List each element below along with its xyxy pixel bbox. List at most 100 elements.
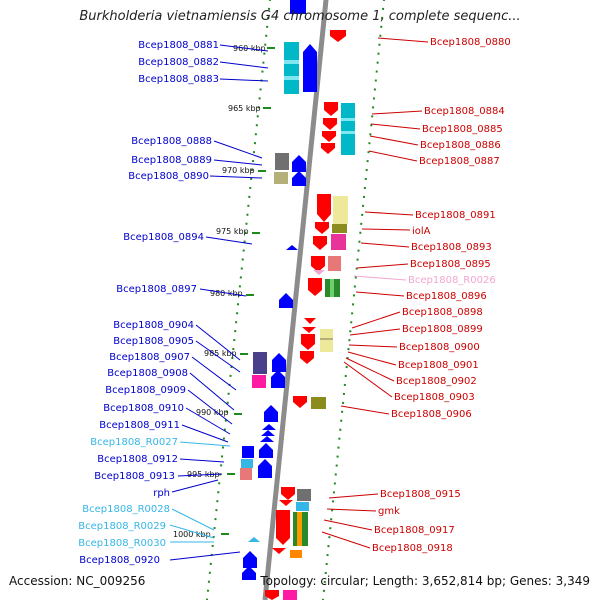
- gene-feature[interactable]: [242, 446, 254, 458]
- gene-label[interactable]: gmk: [378, 506, 400, 517]
- gene-label[interactable]: Bcep1808_0905: [113, 336, 194, 347]
- gene-feature[interactable]: [290, 550, 302, 558]
- gene-label[interactable]: Bcep1808_0899: [402, 324, 483, 335]
- gene-label[interactable]: Bcep1808_0911: [99, 420, 180, 431]
- gene-feature[interactable]: [331, 234, 346, 250]
- gene-label[interactable]: Bcep1808_0885: [422, 124, 503, 135]
- gene-label[interactable]: Bcep1808_0907: [109, 352, 190, 363]
- gene-arrow[interactable]: [262, 424, 276, 430]
- gene-label[interactable]: Bcep1808_0910: [103, 403, 184, 414]
- gene-feature[interactable]: [284, 60, 299, 64]
- gene-arrow[interactable]: [248, 537, 260, 542]
- gene-label[interactable]: Bcep1808_0912: [97, 454, 178, 465]
- gene-arrow[interactable]: [293, 396, 307, 408]
- gene-feature[interactable]: [341, 103, 355, 155]
- gene-feature[interactable]: [341, 118, 355, 121]
- gene-label[interactable]: Bcep1808_0901: [398, 360, 479, 371]
- gene-feature[interactable]: [330, 279, 334, 297]
- gene-arrow[interactable]: [303, 44, 317, 92]
- gene-label[interactable]: Bcep1808_0888: [131, 136, 212, 147]
- gene-arrow[interactable]: [286, 245, 298, 250]
- gene-arrow[interactable]: [261, 430, 275, 436]
- gene-label[interactable]: Bcep1808_0882: [138, 57, 219, 68]
- gene-label[interactable]: Bcep1808_0883: [138, 74, 219, 85]
- gene-arrow[interactable]: [272, 548, 286, 554]
- gene-label[interactable]: Bcep1808_0902: [396, 376, 477, 387]
- gene-feature[interactable]: [253, 352, 267, 374]
- gene-feature[interactable]: [311, 397, 326, 409]
- gene-label[interactable]: Bcep1808_0889: [131, 155, 212, 166]
- gene-arrow[interactable]: [324, 102, 338, 116]
- gene-arrow[interactable]: [265, 590, 279, 600]
- gene-feature[interactable]: [290, 0, 306, 14]
- gene-arrow[interactable]: [292, 155, 306, 172]
- gene-feature[interactable]: [333, 196, 348, 224]
- gene-label[interactable]: Bcep1808_0880: [430, 37, 511, 48]
- gene-feature[interactable]: [320, 329, 333, 352]
- gene-arrow[interactable]: [279, 293, 293, 308]
- gene-feature[interactable]: [252, 375, 266, 388]
- gene-label[interactable]: Bcep1808_0915: [380, 489, 461, 500]
- gene-arrow[interactable]: [243, 551, 257, 568]
- gene-label[interactable]: Bcep1808_0909: [105, 385, 186, 396]
- gene-label[interactable]: rph: [153, 488, 170, 499]
- gene-feature[interactable]: [241, 459, 253, 468]
- gene-arrow[interactable]: [292, 171, 306, 186]
- gene-feature[interactable]: [284, 42, 299, 94]
- gene-arrow[interactable]: [311, 256, 325, 272]
- gene-feature[interactable]: [328, 256, 341, 271]
- gene-feature[interactable]: [297, 489, 311, 501]
- gene-label[interactable]: Bcep1808_0895: [410, 259, 491, 270]
- gene-arrow[interactable]: [301, 334, 315, 350]
- gene-feature[interactable]: [332, 224, 347, 233]
- gene-feature[interactable]: [296, 502, 309, 511]
- gene-feature[interactable]: [240, 468, 252, 480]
- gene-arrow[interactable]: [308, 278, 322, 296]
- gene-label[interactable]: Bcep1808_0893: [411, 242, 492, 253]
- gene-feature[interactable]: [283, 590, 297, 600]
- gene-arrow[interactable]: [321, 143, 335, 154]
- gene-arrow[interactable]: [276, 510, 290, 545]
- gene-label[interactable]: Bcep1808_R0030: [78, 538, 166, 549]
- gene-label[interactable]: Bcep1808_0913: [94, 471, 175, 482]
- gene-label[interactable]: Bcep1808_R0028: [82, 504, 170, 515]
- gene-arrow[interactable]: [259, 443, 273, 458]
- gene-arrow[interactable]: [313, 236, 327, 250]
- gene-arrow[interactable]: [302, 327, 316, 333]
- gene-label[interactable]: Bcep1808_0903: [394, 392, 475, 403]
- gene-label[interactable]: Bcep1808_0890: [128, 171, 209, 182]
- gene-arrow[interactable]: [304, 318, 316, 324]
- gene-label[interactable]: Bcep1808_0884: [424, 106, 505, 117]
- gene-label[interactable]: Bcep1808_0898: [402, 307, 483, 318]
- gene-arrow[interactable]: [258, 459, 272, 478]
- gene-arrow[interactable]: [272, 353, 286, 372]
- gene-feature[interactable]: [341, 131, 355, 134]
- gene-arrow[interactable]: [315, 222, 329, 234]
- gene-label[interactable]: Bcep1808_R0029: [78, 521, 166, 532]
- gene-arrow[interactable]: [300, 351, 314, 364]
- gene-label[interactable]: Bcep1808_R0026: [408, 275, 496, 286]
- gene-label[interactable]: Bcep1808_0900: [399, 342, 480, 353]
- gene-label[interactable]: Bcep1808_0917: [374, 525, 455, 536]
- gene-label[interactable]: Bcep1808_0904: [113, 320, 194, 331]
- gene-label[interactable]: Bcep1808_0906: [391, 409, 472, 420]
- gene-feature[interactable]: [274, 172, 288, 184]
- gene-label[interactable]: Bcep1808_0918: [372, 543, 453, 554]
- gene-arrow[interactable]: [313, 270, 325, 275]
- gene-label[interactable]: Bcep1808_0897: [116, 284, 197, 295]
- gene-label[interactable]: Bcep1808_0920: [79, 555, 160, 566]
- gene-arrow[interactable]: [264, 405, 278, 422]
- gene-arrow[interactable]: [242, 566, 256, 580]
- gene-arrow[interactable]: [260, 436, 274, 442]
- gene-feature[interactable]: [297, 512, 302, 546]
- gene-arrow[interactable]: [330, 30, 346, 42]
- gene-feature[interactable]: [284, 76, 299, 80]
- gene-label[interactable]: Bcep1808_0908: [107, 368, 188, 379]
- gene-label[interactable]: Bcep1808_0887: [419, 156, 500, 167]
- gene-feature[interactable]: [320, 338, 333, 340]
- gene-label[interactable]: iolA: [412, 226, 431, 237]
- gene-label[interactable]: Bcep1808_0881: [138, 40, 219, 51]
- gene-feature[interactable]: [275, 153, 289, 170]
- gene-label[interactable]: Bcep1808_0891: [415, 210, 496, 221]
- gene-arrow[interactable]: [281, 487, 295, 500]
